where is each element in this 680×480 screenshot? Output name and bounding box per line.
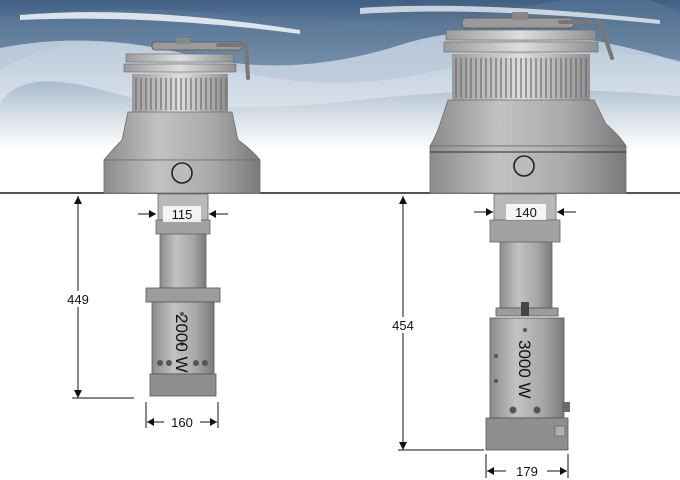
shaft-width-label: 140 [515,205,537,220]
dimension-motor-width-2: 179 [485,454,569,479]
winch-head-large [429,12,627,194]
dimension-depth-1: 449 [60,196,134,399]
dimension-motor-width-1: 160 [145,402,219,430]
winch-head-small [103,38,261,194]
winch-2000w: 2000 W [103,38,261,397]
dimension-shaft-width-1: 115 [138,206,228,222]
shaft-width-label: 115 [172,207,193,222]
motor-assembly-3000w [485,193,570,451]
motor-assembly-2000w [145,193,221,397]
motor-width-label: 160 [171,415,193,430]
depth-label: 449 [67,292,89,307]
depth-label: 454 [392,318,414,333]
dimension-shaft-width-2: 140 [474,204,576,220]
motor-power-label: 3000 W [515,340,534,399]
dimension-depth-2: 454 [385,196,484,451]
motor-width-label: 179 [516,464,538,479]
motor-power-label: 2000 W [172,314,191,373]
